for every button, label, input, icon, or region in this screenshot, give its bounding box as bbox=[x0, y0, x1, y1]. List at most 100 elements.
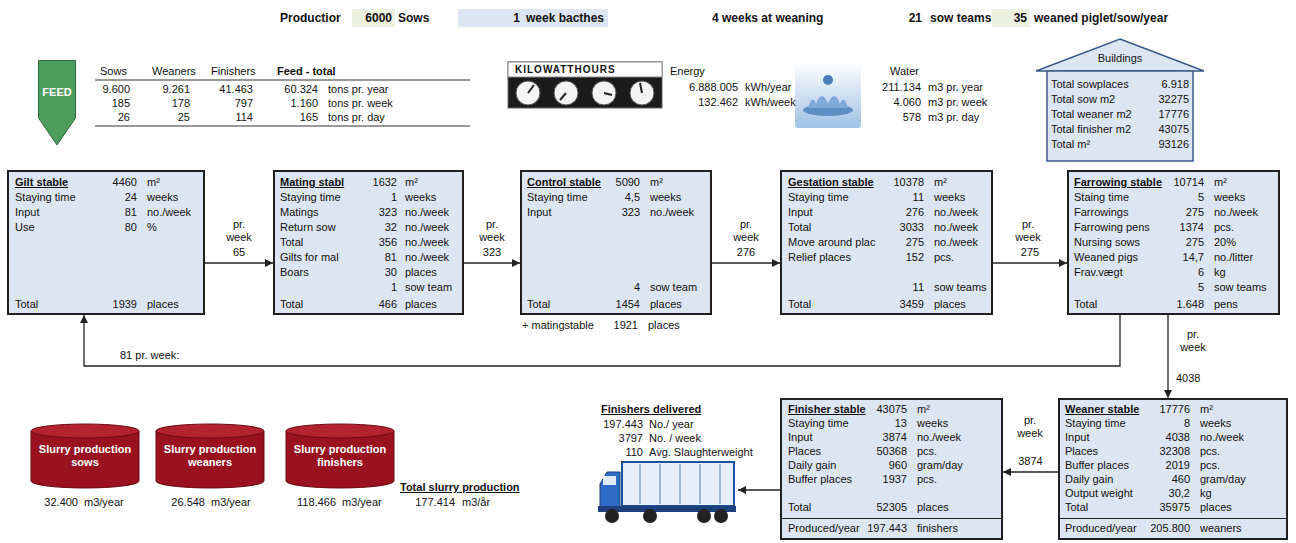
value: 275 bbox=[1186, 206, 1204, 219]
unit: pcs. bbox=[917, 473, 937, 486]
dial-hand bbox=[604, 93, 612, 95]
box-heading: Gestation stable bbox=[788, 176, 874, 189]
row-label: Staying time bbox=[1065, 417, 1126, 430]
truck bbox=[598, 462, 736, 523]
value: 3874 bbox=[883, 431, 907, 444]
text-label: pr. week bbox=[475, 218, 509, 244]
value: 1374 bbox=[1180, 221, 1204, 234]
unit: m² bbox=[1200, 403, 1213, 416]
slurry-label: Slurry production finishers bbox=[290, 443, 390, 469]
flow-arrow bbox=[1167, 315, 1168, 398]
row-label: Buffer places bbox=[788, 473, 852, 486]
value: 275 bbox=[906, 236, 924, 249]
text-label: Avg. Slaughterweight bbox=[649, 446, 753, 459]
value: 3033 bbox=[900, 221, 924, 234]
value: 43075 bbox=[1158, 123, 1189, 136]
text-label: No. / week bbox=[649, 432, 701, 445]
box-heading: Mating stabl bbox=[280, 176, 344, 189]
row-label: Staying time bbox=[15, 191, 76, 204]
text-label: 9.261 bbox=[162, 83, 190, 96]
row-label: Buffer places bbox=[1065, 459, 1129, 472]
text-label: 41.463 bbox=[219, 83, 253, 96]
unit: sow teams bbox=[1214, 281, 1267, 294]
trailer-stripe bbox=[719, 464, 721, 504]
trailer-stripe bbox=[659, 464, 661, 504]
row-label: Total bbox=[527, 298, 550, 311]
input-cell bbox=[458, 9, 608, 27]
kwh-meter bbox=[508, 62, 662, 108]
text-label: sow teams bbox=[930, 11, 991, 26]
text-label: 118.466 bbox=[297, 496, 336, 509]
row-label: Input bbox=[15, 206, 39, 219]
row-label: Places bbox=[1065, 445, 1098, 458]
text-label: KILOWATTHOURS bbox=[515, 63, 616, 76]
unit: sow teams bbox=[934, 281, 987, 294]
text-label: pr. week bbox=[1013, 414, 1047, 440]
meter-dial bbox=[592, 81, 616, 105]
text-label: No./ year bbox=[649, 418, 694, 431]
truck-wheel bbox=[605, 509, 619, 523]
text-label: 25 bbox=[178, 111, 190, 124]
text-label: Sows bbox=[398, 11, 429, 26]
unit: % bbox=[147, 221, 157, 234]
row-label: Staying time bbox=[527, 191, 588, 204]
unit: places bbox=[917, 501, 949, 514]
unit: gram/day bbox=[917, 459, 963, 472]
stable-box: Gilt stable4460m²Staying time24weeksInpu… bbox=[7, 170, 205, 315]
text-label: m3/year bbox=[84, 496, 124, 509]
unit: sow team bbox=[650, 281, 697, 294]
meter-dial bbox=[630, 81, 654, 105]
text-label: pr. week bbox=[729, 218, 763, 244]
text-label: Finishers bbox=[211, 65, 256, 78]
row-label: Daily gain bbox=[788, 459, 836, 472]
stable-box: Mating stabl1632m²Staying time1weeksMati… bbox=[273, 170, 464, 315]
row-label: Total m² bbox=[1051, 138, 1090, 151]
row-label: Farrowings bbox=[1074, 206, 1128, 219]
meter-body bbox=[508, 62, 662, 108]
shape-outline bbox=[38, 60, 76, 146]
unit: no./week bbox=[1200, 431, 1244, 444]
value: 52305 bbox=[876, 501, 907, 514]
unit: pcs. bbox=[934, 251, 954, 264]
unit: no./week bbox=[934, 221, 978, 234]
value: 6.918 bbox=[1161, 78, 1189, 91]
flow-count: 275 bbox=[1021, 246, 1039, 259]
silo-outline bbox=[39, 61, 76, 146]
unit: no./week bbox=[405, 221, 449, 234]
unit: m² bbox=[917, 403, 930, 416]
flow-arrow bbox=[712, 262, 780, 263]
row-label: Places bbox=[788, 445, 821, 458]
row-label: Boars bbox=[280, 266, 309, 279]
text-label: Productior bbox=[280, 11, 341, 26]
value: 80 bbox=[125, 221, 137, 234]
unit: places bbox=[1200, 501, 1232, 514]
text-label: 1.160 bbox=[290, 97, 318, 110]
value: 4038 bbox=[1166, 431, 1190, 444]
flow-arrow bbox=[84, 315, 1120, 366]
value: 50368 bbox=[876, 445, 907, 458]
unit: pcs. bbox=[1214, 221, 1234, 234]
value: 197.443 bbox=[867, 522, 907, 535]
value: 1454 bbox=[616, 298, 640, 311]
row-label: Use bbox=[15, 221, 35, 234]
value: 11 bbox=[913, 281, 924, 294]
house-body bbox=[1047, 71, 1193, 161]
text-label: m3/år bbox=[462, 496, 490, 509]
value: 323 bbox=[379, 206, 397, 219]
unit: kg bbox=[1200, 487, 1212, 500]
row-label: Staing time bbox=[1074, 191, 1129, 204]
stable-box: Finisher stable43075m²Staying time13week… bbox=[780, 398, 1003, 540]
text-label: 4.060 bbox=[893, 96, 921, 109]
value: 960 bbox=[889, 459, 907, 472]
text-label: 114 bbox=[235, 111, 253, 124]
unit: m² bbox=[405, 176, 418, 189]
unit: no./week bbox=[650, 206, 694, 219]
value: 32 bbox=[385, 221, 397, 234]
value: 81 bbox=[385, 251, 397, 264]
text-label: 578 bbox=[903, 111, 921, 124]
text-label: 110 bbox=[625, 446, 643, 459]
trailer-stripe bbox=[699, 464, 701, 504]
tank-body bbox=[156, 431, 264, 488]
flow-count: 4038 bbox=[1176, 372, 1200, 385]
row-label: Input bbox=[788, 431, 812, 444]
